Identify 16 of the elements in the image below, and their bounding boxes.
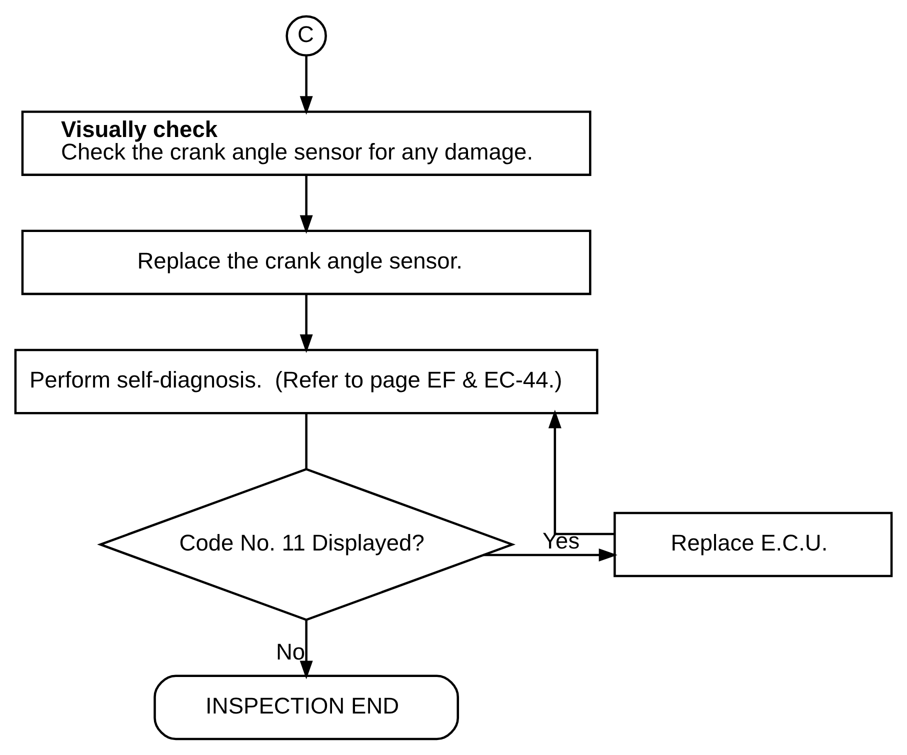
arrow — [484, 548, 618, 562]
edge-label: No — [276, 638, 306, 664]
node-box: Replace the crank angle sensor. — [21, 230, 592, 296]
arrow — [300, 294, 313, 353]
edge-label: Yes — [542, 528, 580, 554]
connector — [305, 414, 308, 469]
node-box: Visually check Check the crank angle sensor for any damage. — [21, 110, 592, 176]
node-box: Replace E.C.U. — [614, 512, 893, 578]
arrow — [300, 56, 313, 115]
arrow — [548, 410, 614, 536]
node-box: INSPECTION END — [154, 674, 460, 740]
arrow — [300, 620, 313, 680]
node-circle: C — [286, 15, 327, 56]
arrow — [300, 175, 313, 234]
node-box: Perform self-diagnosis. (Refer to page EF & EC-44.) — [14, 348, 598, 414]
node-diamond: Code No. 11 Displayed? — [97, 468, 516, 622]
